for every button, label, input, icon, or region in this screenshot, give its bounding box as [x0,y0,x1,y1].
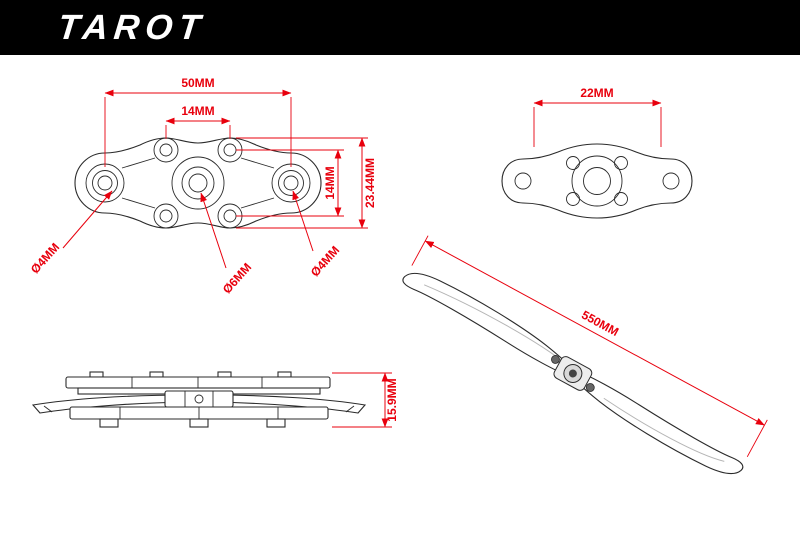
leader-line-left-hole [62,190,113,249]
extension-line [746,419,768,457]
extension-line [411,235,429,266]
mount-view-drawing [501,143,693,219]
dim-label-prop-length: 550MM [579,308,621,339]
dim-label-inner-spacing: 14MM [181,104,214,118]
top-view-drawing [74,137,322,229]
mount-plate-outline [501,143,693,219]
side-view-details [43,377,355,419]
side-view-dimensions: 15.9MM [332,372,399,428]
leader-line-center-hole [200,192,227,269]
dim-line-550mm [424,240,765,426]
dim-label-mount-width: 22MM [580,86,613,100]
propeller-hub [551,355,595,392]
dim-label-right-hole: Ø4MM [308,243,342,279]
propeller-dimensions: 550MM [411,235,768,457]
mount-view-dimensions: 22MM [533,86,662,147]
side-view-drawing [31,371,367,428]
mount-plate-holes [514,155,680,207]
leader-line-right-hole [292,190,314,252]
dim-label-left-hole: Ø4MM [28,240,62,276]
dim-label-plate-width: 50MM [181,76,214,90]
technical-drawing: 50MM 14MM 14MM 23.44MM Ø4MM Ø6MM Ø4MM [28,76,768,475]
top-plate-outline [74,137,322,229]
dim-label-stack-height: 15.9MM [385,378,399,421]
dim-label-side-spacing: 14MM [323,166,337,199]
brand-banner: TAROT [0,0,800,55]
propeller-drawing: 550MM [402,235,768,475]
dim-label-plate-height: 23.44MM [363,158,377,208]
tarot-logo: TAROT [56,7,209,47]
